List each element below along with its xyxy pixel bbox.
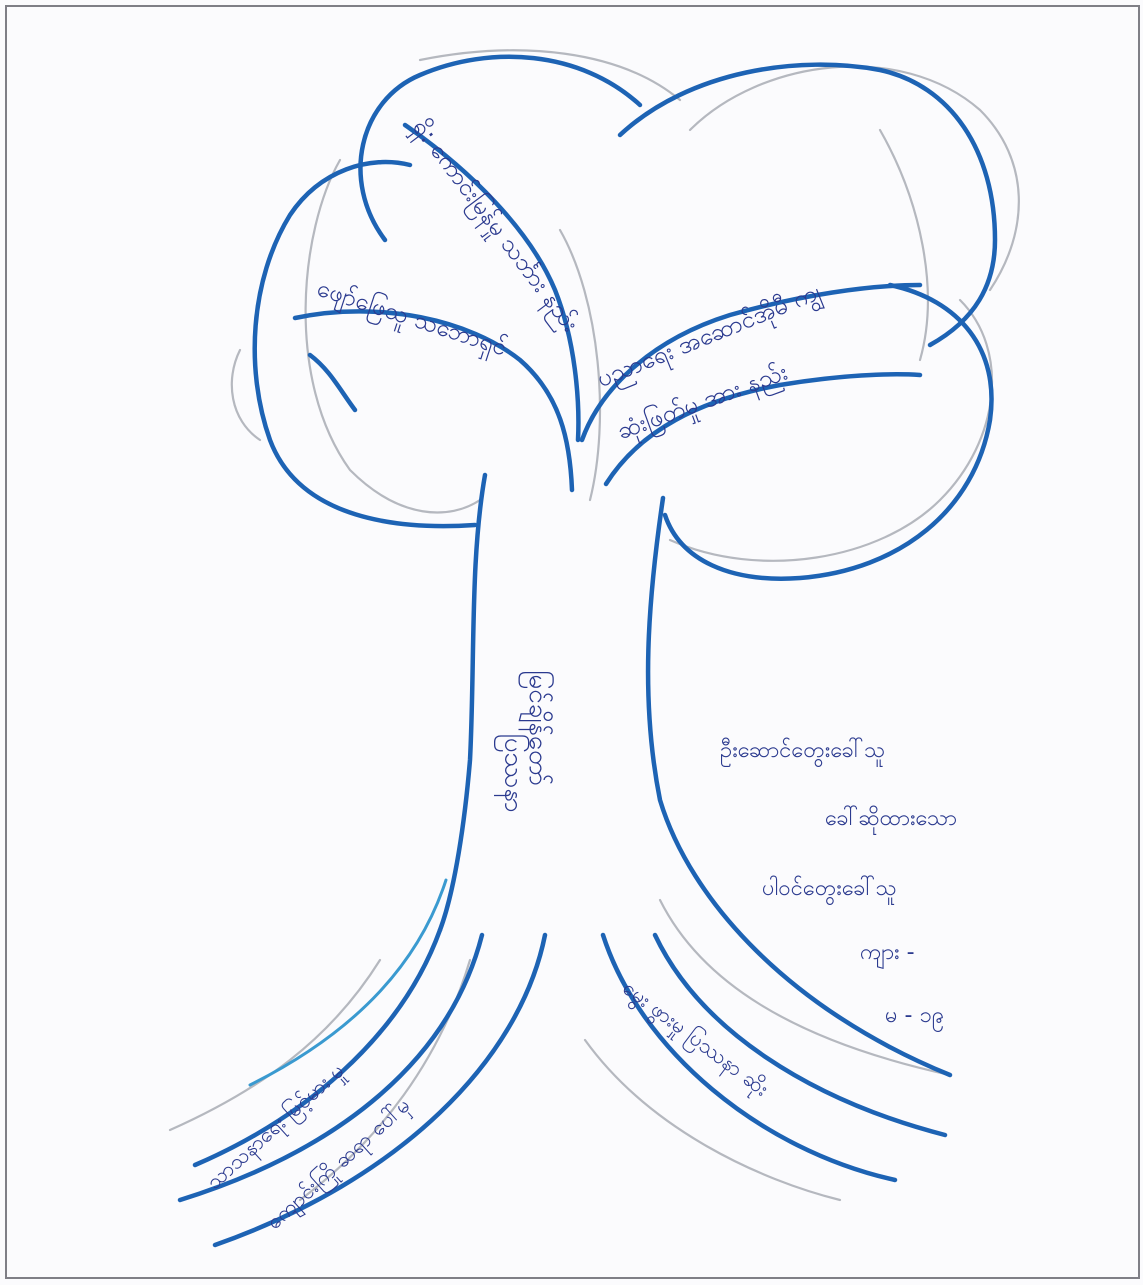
trunk-left xyxy=(440,475,485,930)
note-line-5: မ - ၁၉ xyxy=(885,1005,944,1027)
note-line-2: ခေါ်ဆိုထားသော xyxy=(825,808,957,830)
root-left-inner xyxy=(215,935,545,1245)
trunk-right xyxy=(648,498,950,1075)
tree-outline xyxy=(255,57,995,1075)
crown-left-lobe xyxy=(255,162,475,526)
note-line-4: ကျား - xyxy=(860,942,915,964)
trunk-label-line1: မြင်ချိန်တော် xyxy=(525,670,551,786)
note-line-3: ပါဝင်တွေးခေါ်သူ xyxy=(762,878,897,900)
page-frame xyxy=(6,6,1139,1278)
root-right-inner xyxy=(603,935,895,1180)
trunk-label-line2: ပြဿနာ xyxy=(501,733,527,812)
note-line-1: ဦးဆောင်တွေးခေါ်သူ xyxy=(720,740,885,762)
